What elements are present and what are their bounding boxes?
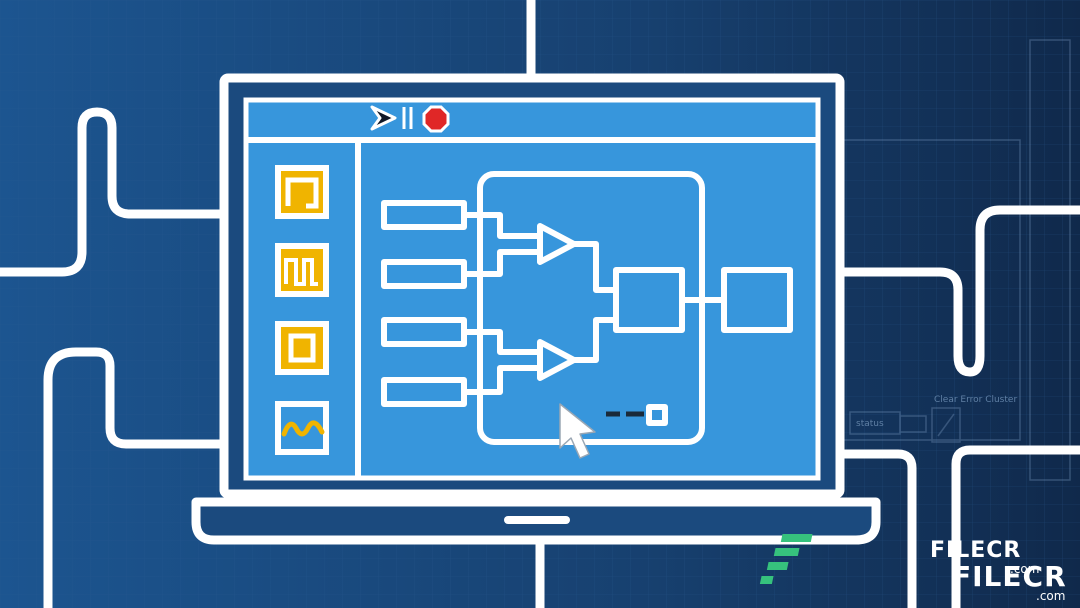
sine-wave-icon[interactable] [275, 401, 329, 455]
block-diagram [381, 171, 793, 445]
loop-frame [477, 171, 705, 445]
pulse-train-icon[interactable] [275, 243, 329, 297]
palette [275, 165, 329, 455]
run-arrow-icon[interactable] [370, 105, 397, 131]
amplifier-2[interactable] [537, 339, 577, 381]
watermark-text-1: FILECR [930, 538, 1022, 563]
watermark-text-2: FILECR [952, 560, 1067, 593]
rectangle-loop-icon[interactable] [275, 321, 329, 375]
background-panel-label: Clear Error Cluster [934, 395, 1018, 405]
toolbar [370, 105, 450, 133]
watermark-suffix-2: .com [1036, 589, 1066, 603]
stop-icon[interactable] [422, 105, 450, 133]
background-status-label: status [856, 419, 884, 429]
watermark-logo-icon [759, 534, 813, 584]
square-wave-icon[interactable] [275, 165, 329, 219]
output-block[interactable] [721, 267, 793, 333]
trackpad-notch [504, 516, 570, 524]
watermark-suffix-1: .com [1010, 562, 1040, 576]
laptop-base [191, 497, 881, 545]
laptop-screen [243, 97, 821, 481]
amplifier-1[interactable] [537, 223, 577, 265]
mouse-cursor-icon [559, 403, 596, 459]
dragged-wire-icon[interactable] [606, 404, 668, 426]
pause-icon[interactable] [402, 107, 413, 129]
